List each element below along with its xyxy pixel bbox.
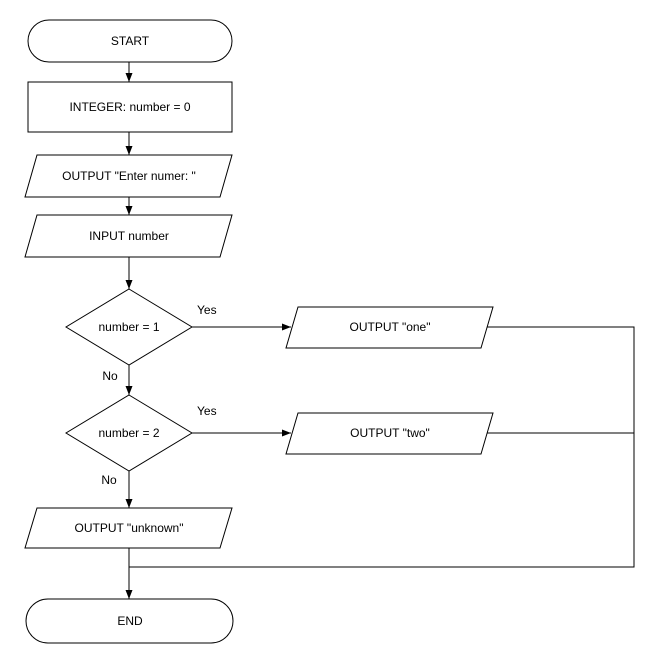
decision2-shape [65, 394, 193, 472]
decision1-label: number = 1 [98, 320, 159, 334]
decision2-yes-label: Yes [197, 404, 217, 418]
decision2-no-label: No [101, 473, 117, 487]
input-label: INPUT number [89, 229, 169, 243]
flowchart-graph: START INTEGER: number = 0 OUTPUT "Enter … [24, 19, 635, 644]
decision1-yes-label: Yes [197, 303, 217, 317]
output-two-label: OUTPUT "two" [350, 426, 430, 440]
io-output-unknown-shape [24, 507, 233, 549]
start-label: START [111, 34, 150, 48]
output-unknown-label: OUTPUT "unknown" [74, 521, 183, 535]
process-declare-shape [27, 81, 233, 133]
end-label: END [117, 614, 143, 628]
io-input-shape [24, 214, 233, 258]
declare-label: INTEGER: number = 0 [69, 100, 190, 114]
prompt-label: OUTPUT "Enter numer: " [62, 169, 196, 183]
io-prompt-shape [24, 154, 233, 198]
decision1-no-label: No [102, 369, 118, 383]
terminator-start-shape [27, 19, 233, 63]
io-output-two-shape [285, 412, 494, 455]
io-output-one-shape [285, 306, 494, 349]
terminator-end-shape [25, 598, 234, 644]
edge-output-one-merge [129, 326, 635, 568]
decision2-label: number = 2 [98, 426, 159, 440]
decision1-shape [65, 288, 193, 366]
output-one-label: OUTPUT "one" [350, 320, 431, 334]
